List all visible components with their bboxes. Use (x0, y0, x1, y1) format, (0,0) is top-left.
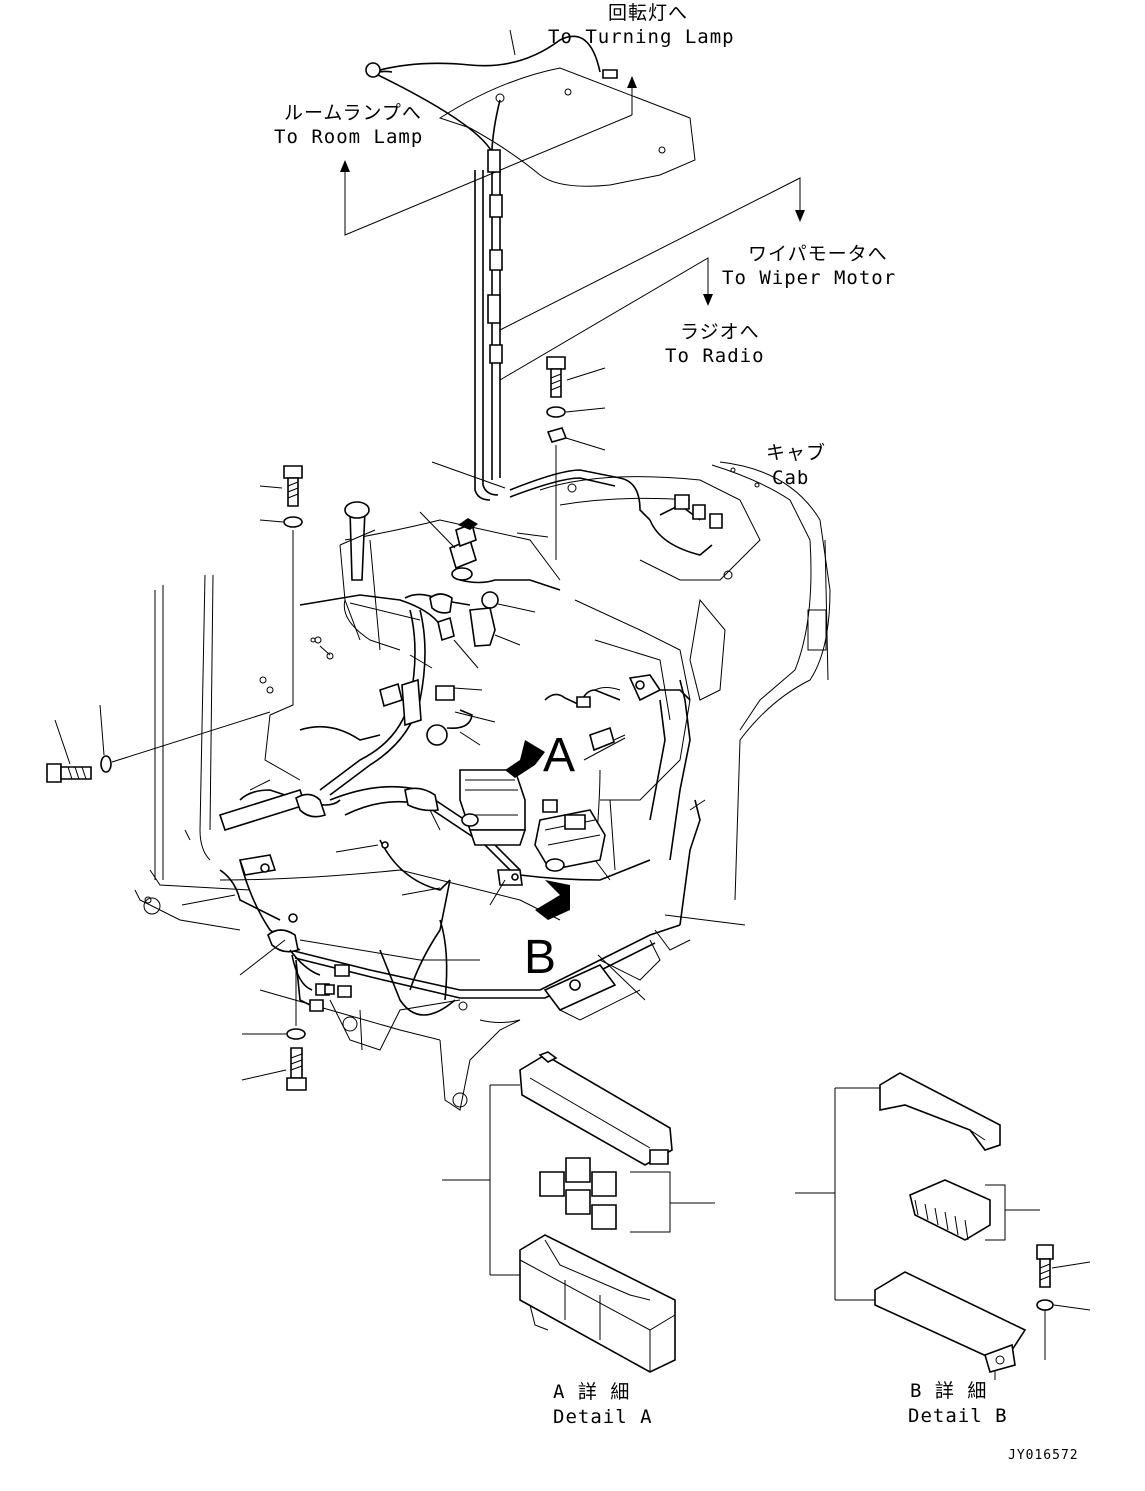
center-components (260, 462, 560, 745)
roof-panel (440, 68, 695, 186)
cab-body (540, 462, 830, 900)
detail-a-label-jp: A 詳 細 (553, 1381, 631, 1403)
detail-a-label-en: Detail A (553, 1406, 653, 1428)
lower-left-connectors (290, 950, 351, 1011)
wiper-radio-leaders (500, 178, 805, 380)
turning-lamp-label-jp: 回転灯へ (608, 2, 689, 24)
bolt-group-lower-left (242, 960, 306, 1090)
component-b (535, 800, 605, 920)
room-lamp-label-en: To Room Lamp (274, 126, 424, 148)
detail-b-label-en: Detail B (908, 1405, 1008, 1427)
radio-label-jp: ラジオへ (680, 321, 760, 343)
left-frame (135, 575, 250, 930)
detail-b (795, 1073, 1090, 1380)
detail-a (442, 1052, 715, 1372)
wiper-motor-label-jp: ワイパモータへ (748, 243, 888, 265)
room-lamp-label-jp: ルームランプへ (284, 102, 422, 124)
cab-label-jp: キャブ (766, 442, 827, 464)
right-harness (545, 800, 745, 1020)
detail-b-label-jp: B 詳 細 (910, 1380, 988, 1402)
view-a-marker: A (543, 729, 576, 782)
mid-leaders (182, 533, 625, 975)
drawing-number: JY016572 (1008, 1448, 1079, 1463)
harness-sleeves (220, 780, 522, 952)
wiper-motor-label-en: To Wiper Motor (722, 267, 897, 289)
relay-cluster (540, 1158, 616, 1229)
console (340, 502, 690, 880)
cab-label-en: Cab (772, 467, 810, 489)
pillar-harness (475, 150, 502, 500)
right-center-connectors (545, 675, 690, 750)
bolt-group-top (547, 357, 605, 560)
upper-cab-harness (510, 470, 722, 555)
room-lamp-leader (340, 30, 637, 235)
component-a (460, 740, 545, 845)
radio-label-en: To Radio (665, 345, 765, 367)
turning-lamp-label-en: To Turning Lamp (548, 26, 735, 48)
bolt-group-upper-left (260, 466, 302, 780)
view-b-marker: B (524, 931, 557, 984)
bolt-far-left (47, 705, 270, 782)
